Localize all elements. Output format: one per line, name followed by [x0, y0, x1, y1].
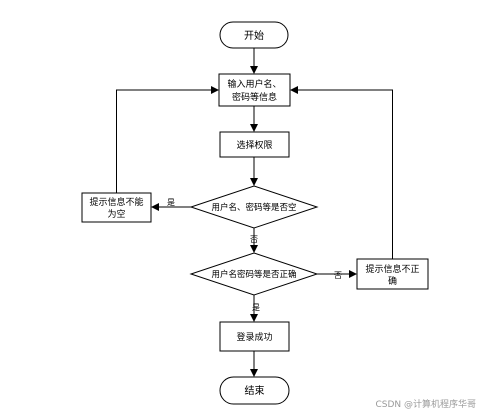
end-label: 结束	[245, 384, 265, 397]
select-permission-label: 选择权限	[236, 139, 272, 151]
input-box	[218, 73, 291, 107]
edge-incorrect-warning-to-input	[290, 86, 393, 259]
end-terminator	[219, 376, 290, 405]
input-label-line1: 输入用户名、	[227, 78, 281, 90]
watermark: CSDN @计算机程序华哥	[375, 400, 476, 410]
login-success-box	[219, 321, 290, 352]
edge-label-empty-yes: 是	[167, 198, 175, 207]
edge-empty-warning-to-input	[116, 86, 219, 193]
start-label: 开始	[244, 29, 264, 42]
edge-label-empty-no: 否	[250, 235, 258, 244]
decision-correct-label: 用户名密码等是否正确	[211, 269, 296, 280]
edge-label-correct-no: 否	[334, 271, 342, 280]
decision-empty-label: 用户名、密码等是否空	[211, 202, 296, 213]
empty-warning-line1: 提示信息不能	[89, 196, 143, 208]
incorrect-warning-line1: 提示信息不正	[365, 263, 419, 275]
incorrect-warning-line2: 确	[388, 275, 397, 287]
edge-label-correct-yes: 是	[252, 303, 260, 312]
login-success-label: 登录成功	[236, 331, 272, 343]
empty-warning-line2: 为空	[107, 208, 125, 220]
input-label-line2: 密码等信息	[232, 91, 277, 103]
incorrect-warning-box	[356, 258, 429, 290]
select-permission-box	[219, 131, 290, 158]
